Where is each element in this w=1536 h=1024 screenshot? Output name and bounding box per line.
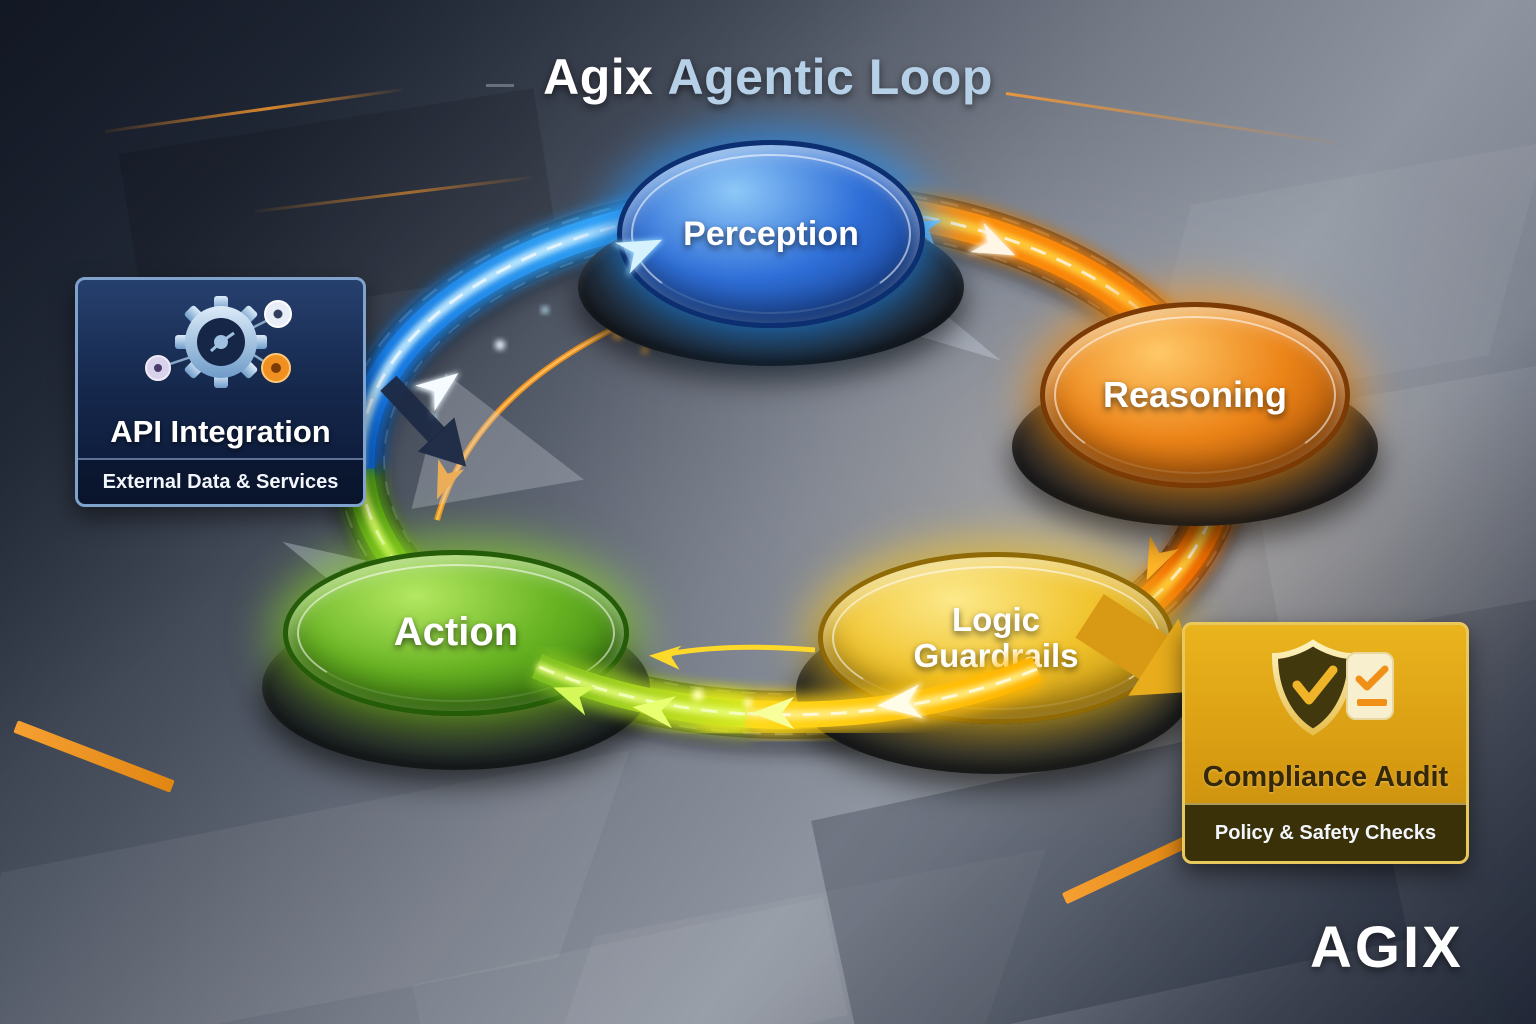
inner-yellow-arrow — [649, 644, 816, 670]
api-panel-subtitle: External Data & Services — [78, 458, 363, 504]
arrowhead-icon — [752, 696, 795, 730]
compliance-panel-title: Compliance Audit — [1202, 760, 1449, 793]
api-integration-panel: API Integration External Data & Services — [75, 277, 366, 507]
arrowhead-icon — [875, 681, 927, 720]
shield-check-icon — [1185, 625, 1466, 751]
agix-logo: AGIX — [1310, 915, 1464, 980]
inner-orange-arc — [434, 325, 649, 521]
gray-arrow-icon — [411, 373, 584, 509]
api-panel-title: API Integration — [110, 414, 331, 449]
arrowhead-icon — [632, 696, 676, 729]
arrowhead-icon — [437, 458, 465, 500]
node-label-action: Action — [393, 610, 519, 655]
title-left-dash — [486, 84, 514, 87]
api-panel-arrow — [380, 375, 467, 467]
arrowhead-icon — [1146, 535, 1179, 581]
title-rest: Agentic Loop — [667, 49, 993, 105]
compliance-audit-panel: Compliance Audit Policy & Safety Checks — [1182, 622, 1469, 864]
arrowhead-icon — [610, 238, 665, 278]
node-label-reasoning: Reasoning — [1102, 373, 1288, 415]
compliance-panel-subtitle: Policy & Safety Checks — [1185, 803, 1466, 861]
node-label-perception: Perception — [683, 214, 859, 253]
gray-arrow-icon — [282, 541, 367, 597]
arrowhead-icon — [410, 371, 460, 416]
gear-network-icon — [78, 280, 363, 406]
title-brand: Agix — [543, 49, 654, 105]
arc-guardrails-to-action-front — [529, 647, 1045, 735]
arrowhead-icon — [965, 219, 1018, 257]
arrowhead-icon — [553, 686, 596, 716]
